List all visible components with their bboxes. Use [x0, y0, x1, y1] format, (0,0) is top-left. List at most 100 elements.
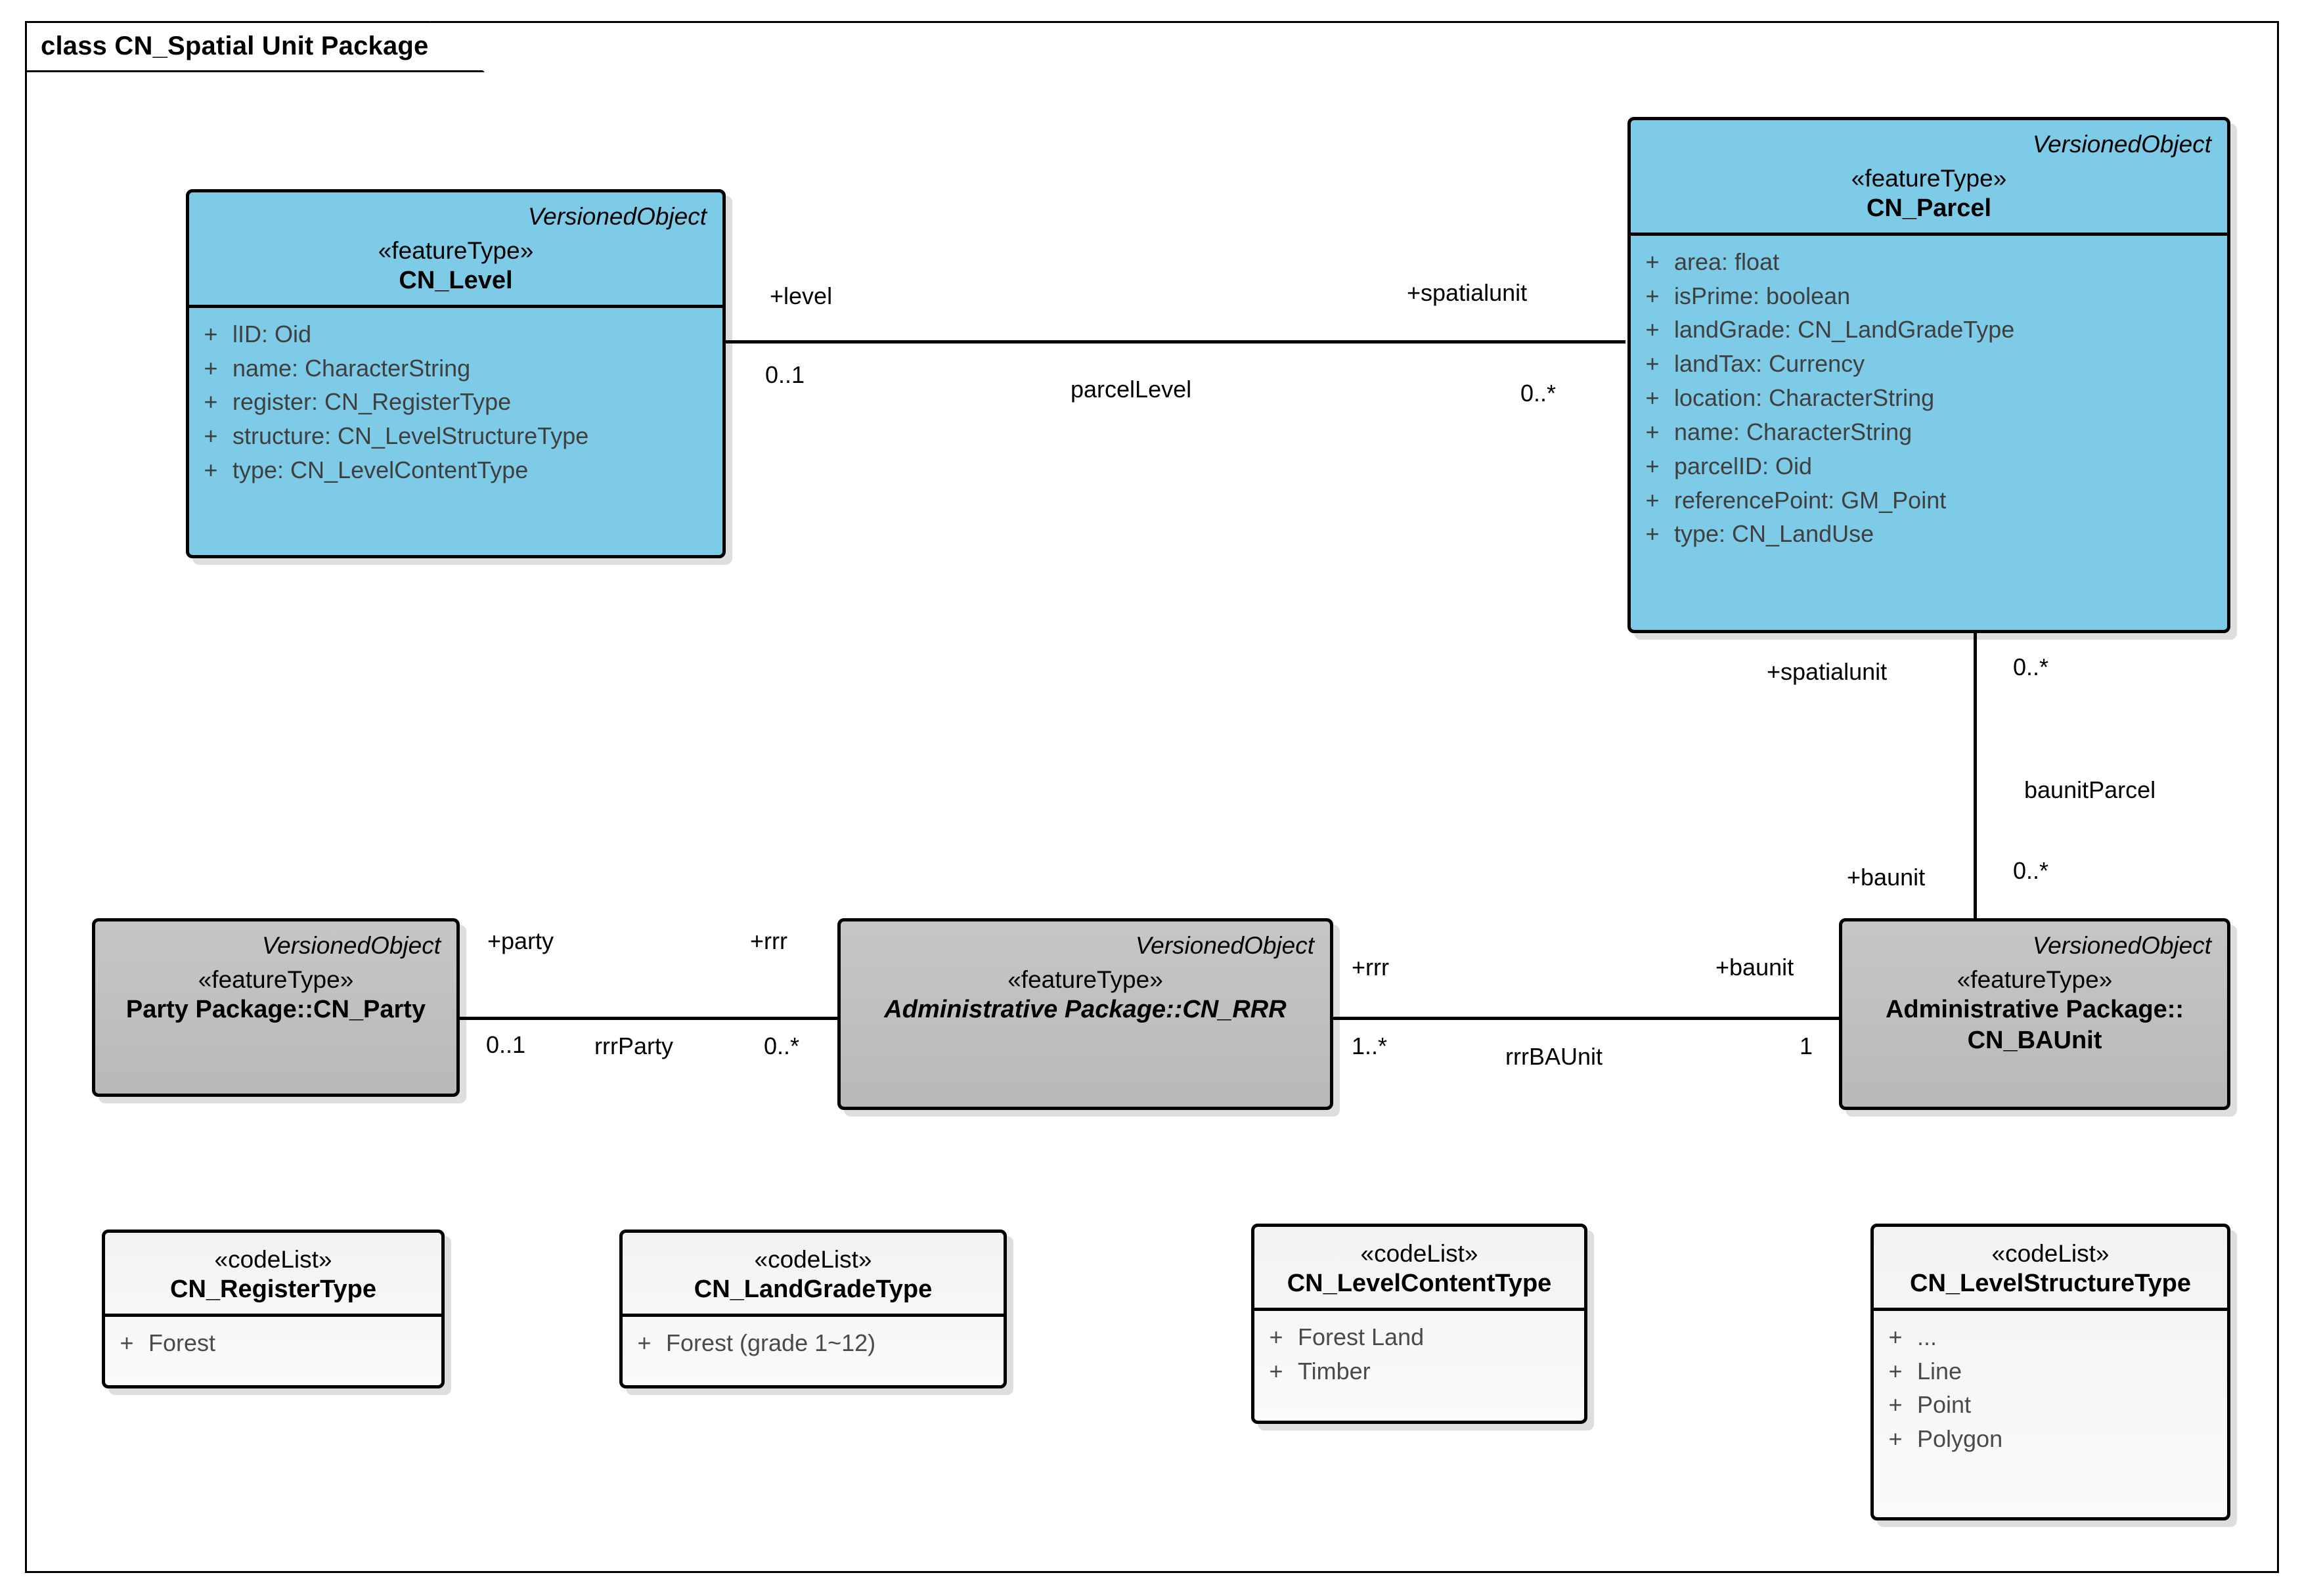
class-header-cn-rrr: VersionedObject «featureType» Administra…: [841, 921, 1330, 1034]
attribute-row: + type: CN_LandUse: [1631, 517, 2227, 551]
association-line-rrr-baunit: [1333, 1017, 1839, 1020]
class-cn-levelcontent-type[interactable]: «codeList» CN_LevelContentType +Forest L…: [1251, 1224, 1587, 1424]
page-title: class CN_Spatial Unit Package: [41, 32, 429, 60]
package-title-tab: [25, 21, 485, 72]
attribute-text: type: CN_LevelContentType: [232, 456, 529, 484]
stereotype-code-list: «codeList»: [754, 1246, 872, 1273]
class-header-cn-register-type: «codeList» CN_RegisterType: [105, 1233, 441, 1314]
visibility-marker: +: [637, 1329, 652, 1356]
attribute-row: +Forest Land: [1254, 1320, 1584, 1354]
class-cn-party[interactable]: VersionedObject «featureType» Party Pack…: [92, 918, 460, 1097]
stereotype-feature-type: «featureType»: [1957, 966, 2113, 993]
attribute-row: +Point: [1874, 1388, 2227, 1422]
association-line-baunit-parcel: [1974, 632, 1977, 921]
visibility-marker: +: [204, 320, 218, 347]
class-cn-landgrade-type[interactable]: «codeList» CN_LandGradeType + Forest (gra…: [619, 1230, 1007, 1388]
attribute-text: area: float: [1674, 248, 1780, 275]
attribute-text: landTax: Currency: [1674, 350, 1865, 378]
stereotype-feature-type: «featureType»: [1007, 966, 1163, 993]
class-header-cn-party: VersionedObject «featureType» Party Pack…: [95, 921, 456, 1034]
assoc-role-rrr-baunit: +rrr: [1352, 954, 1389, 981]
class-cn-baunit[interactable]: VersionedObject «featureType» Administra…: [1839, 918, 2230, 1110]
attribute-row: + landGrade: CN_LandGradeType: [1631, 313, 2227, 347]
visibility-marker: +: [1645, 384, 1660, 412]
assoc-mult-spatialunit-parcel: 0..*: [1520, 380, 1557, 407]
visibility-marker: +: [1645, 520, 1660, 548]
class-name-cn-rrr: Administrative Package::CN_RRR: [884, 996, 1287, 1023]
attribute-row: +area: float: [1631, 245, 2227, 279]
class-cn-levelstructure-type[interactable]: «codeList» CN_LevelStructureType +... + L…: [1870, 1224, 2230, 1520]
class-header-cn-levelstructure-type: «codeList» CN_LevelStructureType: [1874, 1227, 2227, 1308]
visibility-marker: +: [1645, 418, 1660, 445]
assoc-name-rrr-party: rrrParty: [594, 1032, 673, 1059]
class-cn-level[interactable]: VersionedObject «featureType» CN_Level +…: [186, 189, 726, 558]
class-name-cn-landgrade-type: CN_LandGradeType: [694, 1275, 933, 1303]
attribute-text: name: CharacterString: [1674, 418, 1913, 445]
stereotype-feature-type: «featureType»: [198, 966, 354, 993]
class-name-cn-baunit-line1: Administrative Package::: [1885, 996, 2184, 1023]
association-line-parcel-level: [726, 340, 1625, 344]
attribute-text: lID: Oid: [232, 320, 312, 347]
attribute-row: +parcelID: Oid: [1631, 449, 2227, 483]
attribute-row: + Timber: [1254, 1354, 1584, 1388]
assoc-mult-spatialunit-baunit: 0..*: [2013, 654, 2049, 680]
class-name-cn-parcel: CN_Parcel: [1866, 194, 1992, 222]
stereotype-feature-type: «featureType»: [1851, 165, 2007, 192]
attribute-text: Forest: [148, 1329, 216, 1356]
attribute-row: +landTax: Currency: [1631, 347, 2227, 381]
visibility-marker: +: [1269, 1357, 1283, 1385]
visibility-marker: +: [204, 422, 218, 450]
assoc-role-spatialunit-baunit: +spatialunit: [1767, 658, 1888, 685]
class-name-cn-levelcontent-type: CN_LevelContentType: [1287, 1270, 1552, 1297]
attribute-compartment-cn-register-type: +Forest: [105, 1313, 441, 1369]
stereotype-code-list: «codeList»: [1360, 1240, 1478, 1267]
assoc-mult-level: 0..1: [765, 361, 805, 388]
attribute-text: Forest (grade 1~12): [666, 1329, 876, 1356]
class-header-cn-parcel: VersionedObject «featureType» CN_Parcel: [1631, 120, 2227, 233]
assoc-mult-baunit-rrr: 1: [1800, 1032, 1813, 1059]
attribute-row: +type: CN_LevelContentType: [189, 453, 722, 487]
assoc-role-level: +level: [770, 282, 833, 309]
attribute-row: + name: CharacterString: [1631, 415, 2227, 449]
class-cn-parcel[interactable]: VersionedObject «featureType» CN_Parcel …: [1627, 117, 2230, 633]
visibility-marker: +: [1269, 1323, 1283, 1350]
attribute-row: +register: CN_RegisterType: [189, 385, 722, 419]
attribute-text: Timber: [1298, 1357, 1371, 1385]
attribute-text: type: CN_LandUse: [1674, 520, 1874, 548]
attribute-text: location: CharacterString: [1674, 384, 1935, 412]
stereotype-versioned-object: VersionedObject: [527, 203, 707, 230]
attribute-text: Line: [1917, 1357, 1962, 1385]
visibility-marker: +: [204, 388, 218, 416]
attribute-row: + lID: Oid: [189, 317, 722, 351]
attribute-text: Point: [1917, 1391, 1972, 1419]
attribute-row: +Forest: [105, 1326, 441, 1360]
class-header-cn-baunit: VersionedObject «featureType» Administra…: [1842, 921, 2227, 1065]
assoc-name-parcel-level: parcelLevel: [1071, 376, 1192, 403]
attribute-text: landGrade: CN_LandGradeType: [1674, 316, 2015, 344]
class-name-cn-party: Party Package::CN_Party: [125, 996, 426, 1023]
attribute-text: referencePoint: GM_Point: [1674, 486, 1947, 514]
attribute-text: isPrime: boolean: [1674, 282, 1851, 309]
attribute-compartment-cn-levelstructure-type: +... +Line +Point +Polygon: [1874, 1307, 2227, 1465]
visibility-marker: +: [1645, 452, 1660, 479]
visibility-marker: +: [1888, 1357, 1903, 1385]
assoc-name-rrr-baunit: rrrBAUnit: [1505, 1043, 1603, 1070]
class-header-cn-levelcontent-type: «codeList» CN_LevelContentType: [1254, 1227, 1584, 1308]
class-name-cn-levelstructure-type: CN_LevelStructureType: [1910, 1270, 2191, 1297]
visibility-marker: +: [1645, 282, 1660, 309]
class-name-cn-level: CN_Level: [399, 267, 513, 294]
visibility-marker: +: [1888, 1425, 1903, 1453]
attribute-text: ...: [1917, 1323, 1937, 1350]
attribute-row: + Line: [1874, 1354, 2227, 1388]
assoc-mult-rrr-party: 0..*: [764, 1032, 800, 1059]
attribute-row: +referencePoint: GM_Point: [1631, 483, 2227, 518]
class-cn-rrr[interactable]: VersionedObject «featureType» Administra…: [837, 918, 1333, 1110]
association-line-rrr-party: [460, 1017, 837, 1020]
assoc-role-baunit-parcel: +baunit: [1847, 864, 1926, 891]
class-header-cn-level: VersionedObject «featureType» CN_Level: [189, 192, 722, 305]
visibility-marker: +: [1645, 316, 1660, 344]
stereotype-versioned-object: VersionedObject: [261, 932, 441, 959]
class-name-cn-baunit-line2: CN_BAUnit: [1967, 1026, 2102, 1054]
class-name-cn-register-type: CN_RegisterType: [170, 1275, 376, 1303]
class-cn-register-type[interactable]: «codeList» CN_RegisterType +Forest: [102, 1230, 445, 1388]
